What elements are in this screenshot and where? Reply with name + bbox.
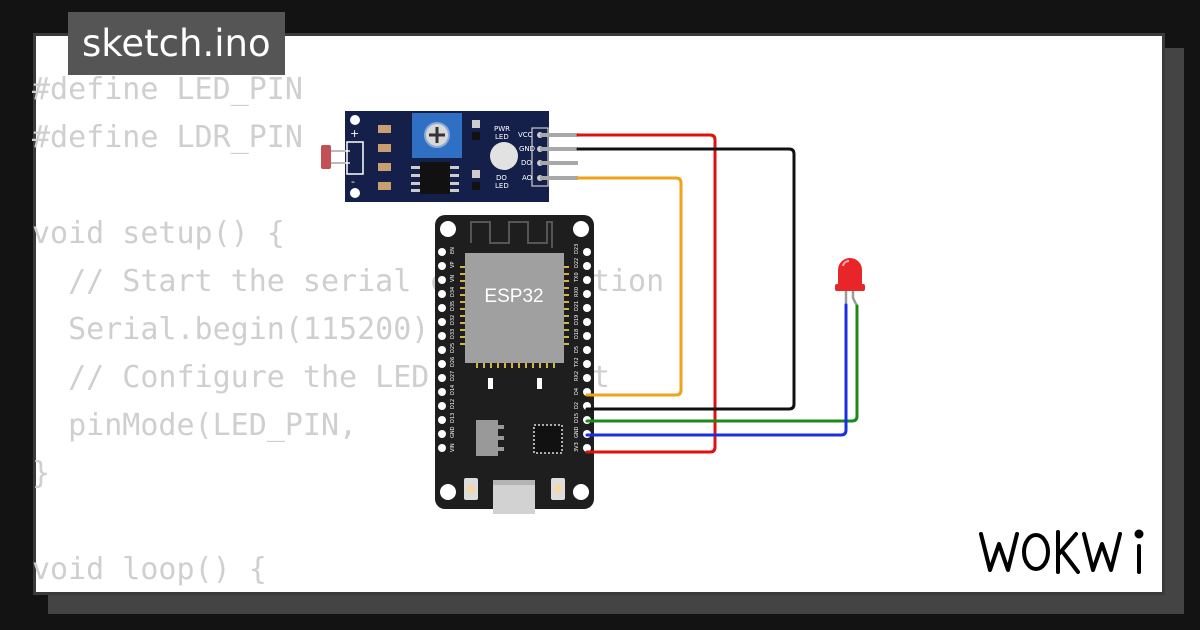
pin-label: GND [450,426,456,438]
pin-label: RX2 [574,371,580,381]
pin-label: TX0 [574,272,580,283]
code-line: void setup() { [32,216,285,251]
pin-label: D26 [450,357,456,367]
code-line: #define LDR_PIN [32,120,303,155]
pwr-led-label-2: LED [495,133,509,141]
antenna-trace [470,221,553,248]
pwr-led-label: PWR [494,125,510,133]
plus-label: + [350,127,359,140]
do-led-label: DO [496,174,507,182]
wires [576,133,859,454]
pin-label: EN [450,247,456,254]
pin-label: D21 [574,301,580,311]
pin-label: RX0 [574,287,580,297]
pin-label: D5 [574,346,580,353]
pin-label: D23 [574,244,580,254]
mount-hole [350,188,360,198]
pin-label: D15 [574,413,580,423]
mount-hole [440,221,456,237]
esp32-board[interactable]: ESP32 [435,215,594,514]
pin-label: D33 [450,329,456,339]
preview-card [33,33,1165,595]
wire-ao[interactable] [576,176,683,397]
voltage-regulator [476,420,498,456]
mount-hole [440,484,456,500]
wire-vcc[interactable] [576,133,717,454]
mount-hole [573,221,589,237]
pin-label-vcc: VCC [518,131,533,139]
pin-label: D4 [574,388,580,395]
pin-label: TX2 [574,357,580,368]
pin-label: D34 [450,287,456,297]
pin-label: D32 [450,315,456,325]
wire-led-anode[interactable] [585,304,859,423]
photoresistor [321,145,331,169]
header-pin-do[interactable] [540,161,578,165]
led-body [838,258,862,286]
pin-label-ao: AO [522,174,533,182]
code-line: void loop() { [32,552,267,587]
right-pin-row[interactable] [583,248,591,452]
code-line: } [32,456,51,491]
code-line: pinMode(LED_PIN, [32,408,358,443]
led-lens [490,142,518,170]
pin-label: D22 [574,258,580,268]
pin-label: 3V3 [574,442,580,452]
pin-label-do: DO [521,159,532,167]
pin-label: VN [450,275,456,282]
file-name-tab[interactable]: sketch.ino [68,12,285,75]
mount-hole [350,115,360,125]
pin-label: VP [450,262,456,268]
usb-uart-chip [533,424,563,454]
pin-label: VIN [450,443,456,452]
pin-label: GND [574,426,580,438]
pin-label: D27 [450,371,456,381]
pin-label-gnd: GND [519,145,535,153]
header-pin-vcc[interactable] [540,133,578,137]
mount-hole [573,484,589,500]
header-pin-gnd[interactable] [540,147,578,151]
code-line: Serial.begin(115200); [32,312,448,347]
wire-gnd[interactable] [576,147,796,411]
minus-label: - [351,175,355,188]
header-pin-ao[interactable] [540,176,578,180]
pin-label: D13 [450,413,456,423]
pin-label: D14 [450,385,456,395]
red-led[interactable] [835,258,865,307]
module-pads [460,266,569,368]
pin-label: D19 [574,315,580,325]
led-rim [835,284,865,291]
wokwi-logo [979,529,1144,574]
wire-led-cathode[interactable] [585,303,848,437]
pin-label: D12 [450,399,456,409]
esp32-module-shield [465,253,564,363]
usb-port[interactable] [493,480,535,514]
code-line: #define LED_PIN [32,72,303,107]
pin-label: D25 [450,343,456,353]
pin-label: D35 [450,301,456,311]
ldr-sensor-module[interactable]: + - PWR LED DO LED VCC GND [321,111,578,202]
do-led-label-2: LED [495,182,509,190]
chip-label: ESP32 [484,286,543,307]
pin-label: D18 [574,329,580,339]
left-pin-row[interactable] [438,248,446,452]
pin-label: D2 [574,402,580,409]
